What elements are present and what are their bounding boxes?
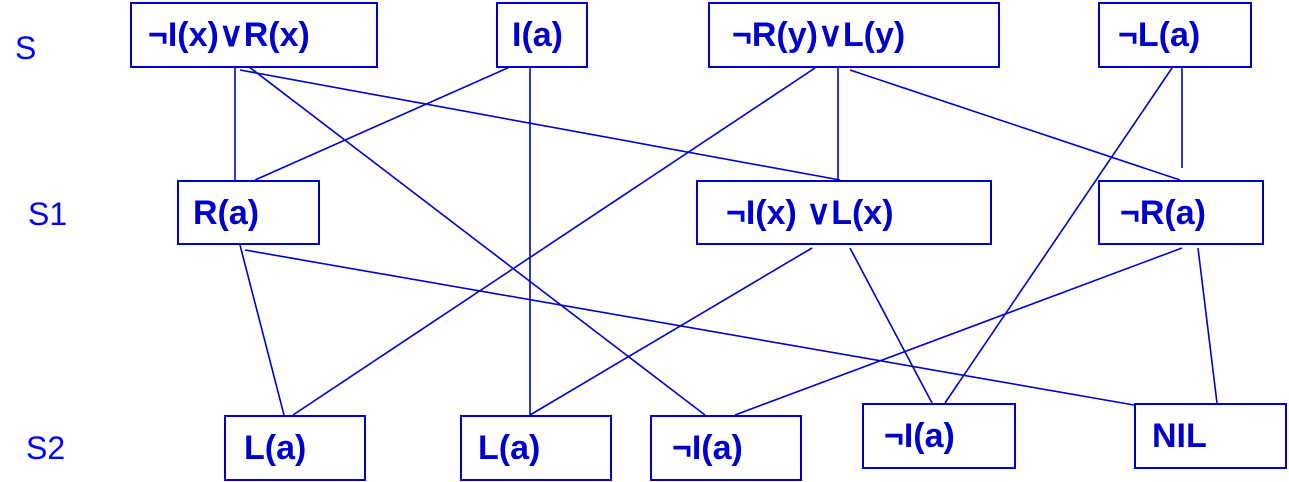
edge-n3-r3 bbox=[849, 69, 1181, 181]
edge-n3-b1 bbox=[292, 67, 816, 416]
edge-r1-b1 bbox=[239, 244, 285, 416]
edge-r2-b2 bbox=[529, 247, 813, 416]
node-clause-not-r-or-l: ¬R(y)∨L(y) bbox=[708, 2, 1000, 68]
node-clause-not-i-or-r: ¬I(x)∨R(x) bbox=[130, 2, 378, 68]
row-label-s1: S1 bbox=[28, 196, 68, 232]
node-resolvent-not-r-a: ¬R(a) bbox=[1098, 180, 1264, 245]
edge-n1-b3 bbox=[239, 59, 706, 416]
node-clause-i-a: I(a) bbox=[496, 2, 588, 68]
node-s2-not-i-a-2: ¬I(a) bbox=[862, 403, 1016, 469]
node-clause-not-l-a: ¬L(a) bbox=[1098, 2, 1252, 68]
node-s2-l-a-2: L(a) bbox=[460, 415, 612, 481]
node-s2-nil: NIL bbox=[1134, 403, 1287, 469]
node-s2-not-i-a-1: ¬I(a) bbox=[650, 415, 802, 481]
edge-n1-r2 bbox=[239, 69, 841, 181]
node-s2-l-a-1: L(a) bbox=[224, 415, 366, 481]
edge-n4-b4 bbox=[944, 67, 1173, 404]
edge-r2-b4 bbox=[849, 247, 933, 404]
edge-r1-b5 bbox=[244, 249, 1135, 406]
node-resolvent-not-i-or-l: ¬I(x) ∨L(x) bbox=[696, 180, 992, 245]
edge-n2-r1 bbox=[254, 57, 531, 181]
edge-r3-b5 bbox=[1197, 247, 1218, 404]
edge-r3-b3 bbox=[734, 247, 1183, 416]
row-label-s2: S2 bbox=[26, 430, 66, 466]
node-resolvent-r-a: R(a) bbox=[177, 180, 320, 245]
row-label-s: S bbox=[15, 30, 37, 66]
